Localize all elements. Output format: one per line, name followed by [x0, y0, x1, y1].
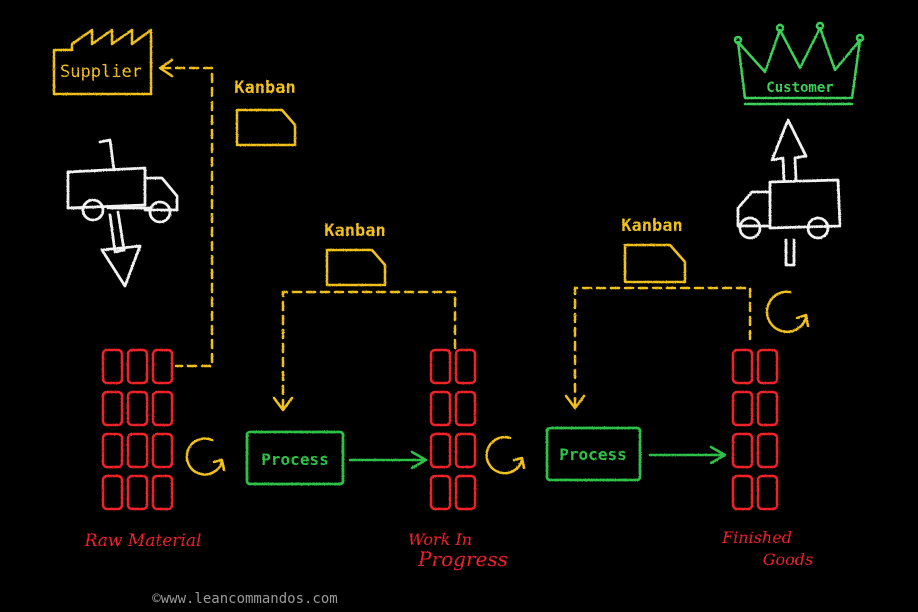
kanban-label-3: Kanban	[621, 216, 682, 236]
outbound-arrow-icon	[770, 118, 808, 267]
inventory-bin	[429, 348, 452, 385]
inventory-bin	[151, 474, 174, 511]
flow-arrow-2	[648, 445, 727, 465]
supplier-kanban-signal-line	[158, 58, 214, 368]
inventory-bin	[126, 348, 149, 385]
inventory-bin	[429, 432, 452, 469]
cycle-icon-3	[765, 290, 810, 334]
inventory-label-wip-line1: Work In	[408, 530, 472, 549]
kanban-card-icon-2	[325, 248, 387, 287]
footer-copyright: ©www.leancommandos.com	[152, 591, 337, 607]
supplier-factory-icon	[52, 28, 153, 96]
inventory-bin	[429, 474, 452, 511]
inventory-bin	[756, 432, 779, 469]
inventory-bin	[454, 432, 477, 469]
kanban-label-2: Kanban	[324, 221, 385, 241]
inventory-bin	[126, 390, 149, 427]
inventory-bin	[126, 474, 149, 511]
inventory-bin	[756, 390, 779, 427]
inventory-bin	[101, 474, 124, 511]
inventory-bin	[101, 390, 124, 427]
process-box-1	[245, 430, 345, 486]
inventory-bin	[151, 432, 174, 469]
kanban-signal-line-2	[272, 290, 457, 412]
inventory-bin	[126, 432, 149, 469]
kanban-label-1: Kanban	[234, 78, 295, 98]
inventory-bin	[101, 348, 124, 385]
inbound-truck-icon	[66, 166, 179, 224]
inventory-bin	[454, 474, 477, 511]
inventory-bin	[151, 390, 174, 427]
inventory-bin	[731, 348, 754, 385]
process-label-1: Process	[261, 450, 328, 469]
kanban-signal-line-3	[564, 286, 752, 410]
customer-crown-icon	[733, 21, 865, 106]
kanban-card-icon-1	[235, 108, 297, 147]
inbound-arrow-icon	[98, 138, 142, 288]
inventory-bin	[101, 432, 124, 469]
inventory-bin	[454, 390, 477, 427]
supplier-label: Supplier	[60, 62, 142, 82]
cycle-icon-1	[185, 437, 226, 476]
customer-label: Customer	[766, 80, 833, 96]
inventory-label-finished-line2: Goods	[763, 550, 814, 569]
inventory-bin	[731, 390, 754, 427]
inventory-bin	[756, 474, 779, 511]
flow-arrow-1	[348, 450, 428, 470]
inventory-label-raw-material: Raw Material	[84, 531, 202, 551]
inventory-bin	[151, 348, 174, 385]
process-box-2	[545, 426, 642, 482]
inventory-bin	[731, 474, 754, 511]
inventory-label-finished-line1: Finished	[721, 528, 792, 547]
kanban-card-icon-3	[623, 243, 687, 284]
inventory-label-wip-line2: Progress	[417, 547, 508, 571]
cycle-icon-2	[485, 435, 526, 475]
inventory-bin	[731, 432, 754, 469]
inventory-bin	[756, 348, 779, 385]
process-label-2: Process	[559, 445, 626, 464]
inventory-bin	[454, 348, 477, 385]
inventory-bins	[101, 348, 779, 511]
inventory-bin	[429, 390, 452, 427]
outbound-truck-icon	[736, 178, 842, 240]
